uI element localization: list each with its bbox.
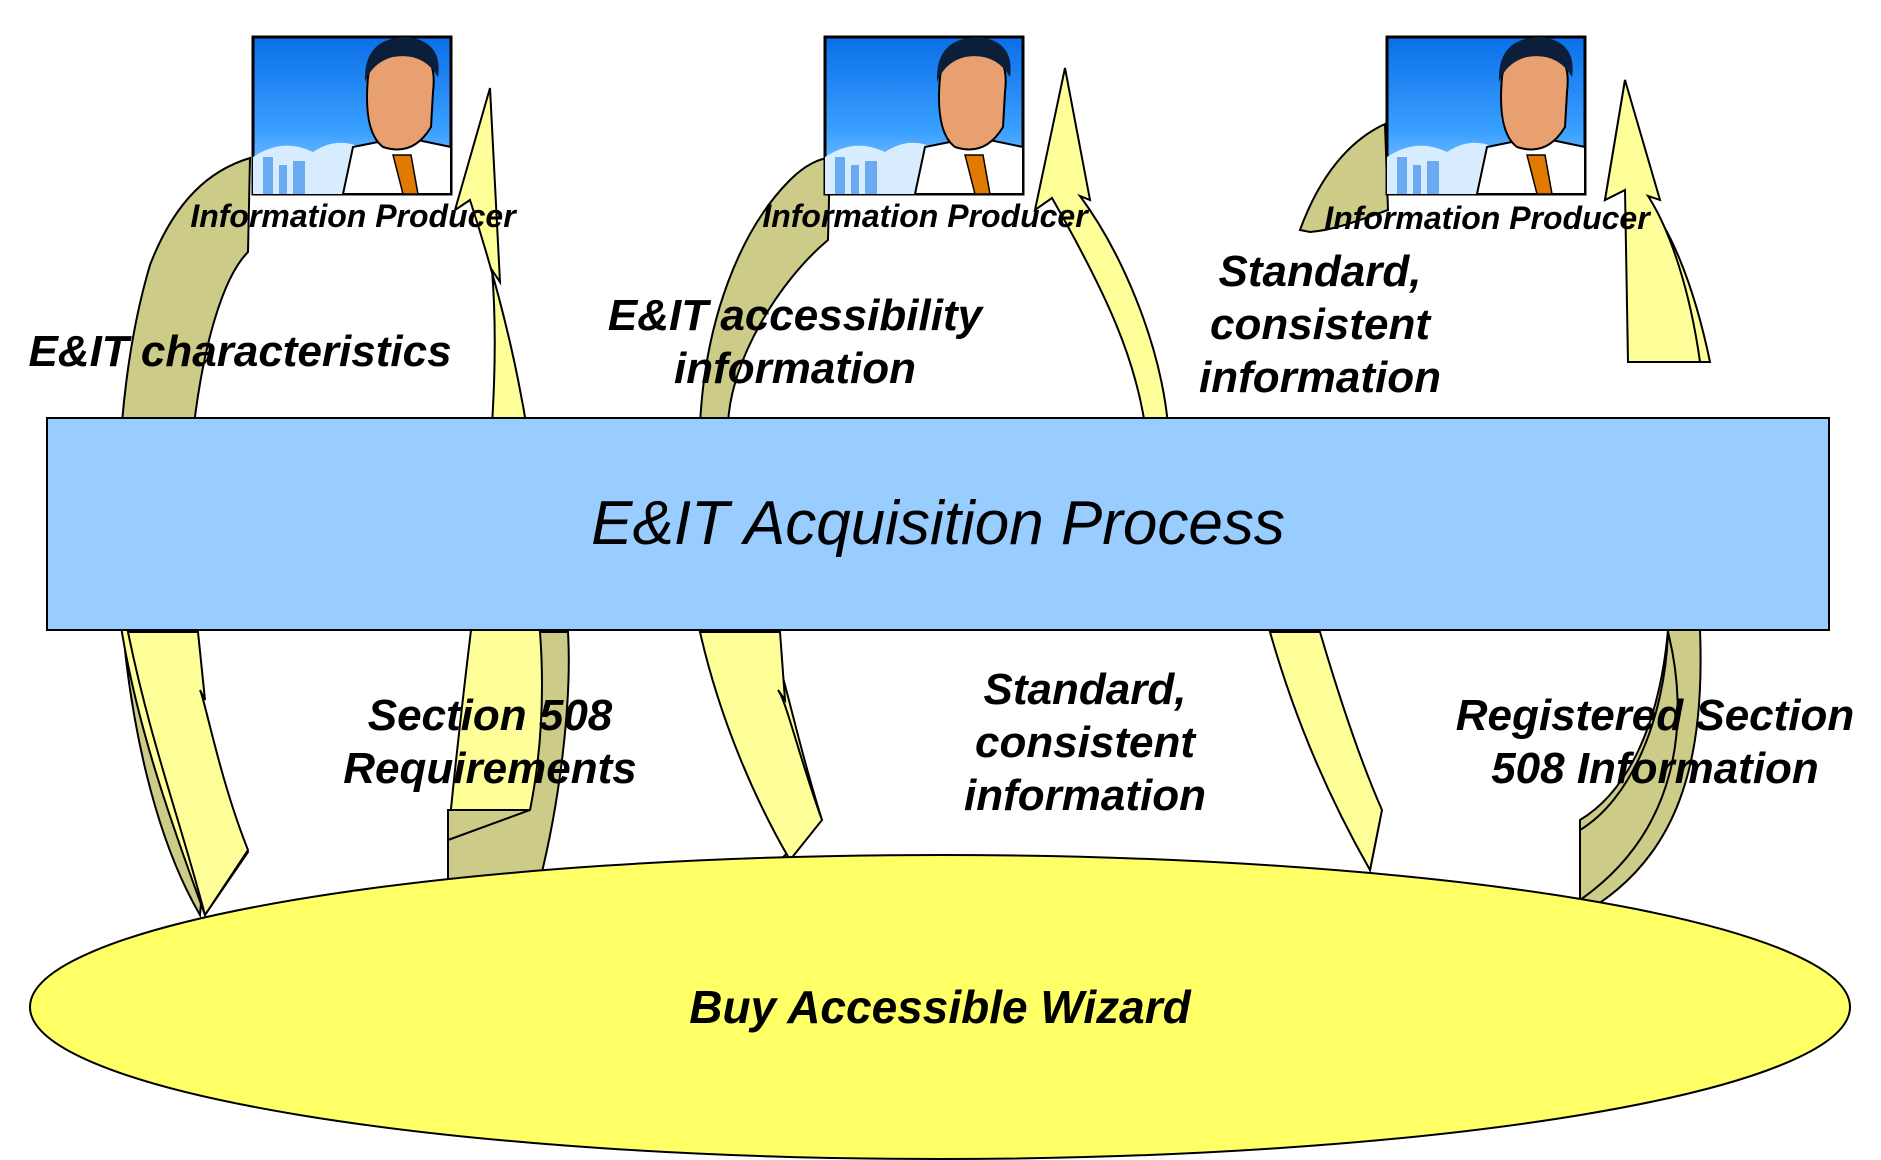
lower-arrows (126, 631, 1679, 918)
arrow-right-3-body (1603, 79, 1702, 363)
producer-portrait-1 (251, 35, 453, 196)
arrow-down-left-2b (698, 631, 824, 862)
arrow-up-left-3 (1298, 122, 1390, 234)
producer-portrait-2 (823, 35, 1025, 196)
arrow-down-left-1b (126, 631, 250, 918)
arrow-up-right-2 (1033, 67, 1170, 426)
label-characteristics: E&IT characteristics (28, 327, 452, 376)
wizard-label: Buy Accessible Wizard (689, 981, 1191, 1033)
wizard-ellipse (29, 854, 1851, 1160)
producer-label-2: Information Producer (762, 198, 1088, 234)
label-standard-bottom: Standard, consistent information (964, 665, 1206, 820)
label-section508: Section 508 Requirements (343, 691, 637, 793)
process-bar (46, 417, 1830, 631)
arrow-down-mid-2b (1268, 631, 1384, 873)
process-label: E&IT Acquisition Process (591, 489, 1285, 558)
producer-label-1: Information Producer (190, 198, 516, 234)
label-standard-top: Standard, consistent information (1199, 247, 1441, 402)
producer-portrait-3 (1385, 35, 1587, 196)
producer-label-3: Information Producer (1324, 200, 1650, 236)
label-accessibility: E&IT accessibility information (607, 291, 983, 393)
arrow-up-left-2 (698, 156, 832, 426)
label-registered: Registered Section 508 Information (1455, 691, 1855, 793)
